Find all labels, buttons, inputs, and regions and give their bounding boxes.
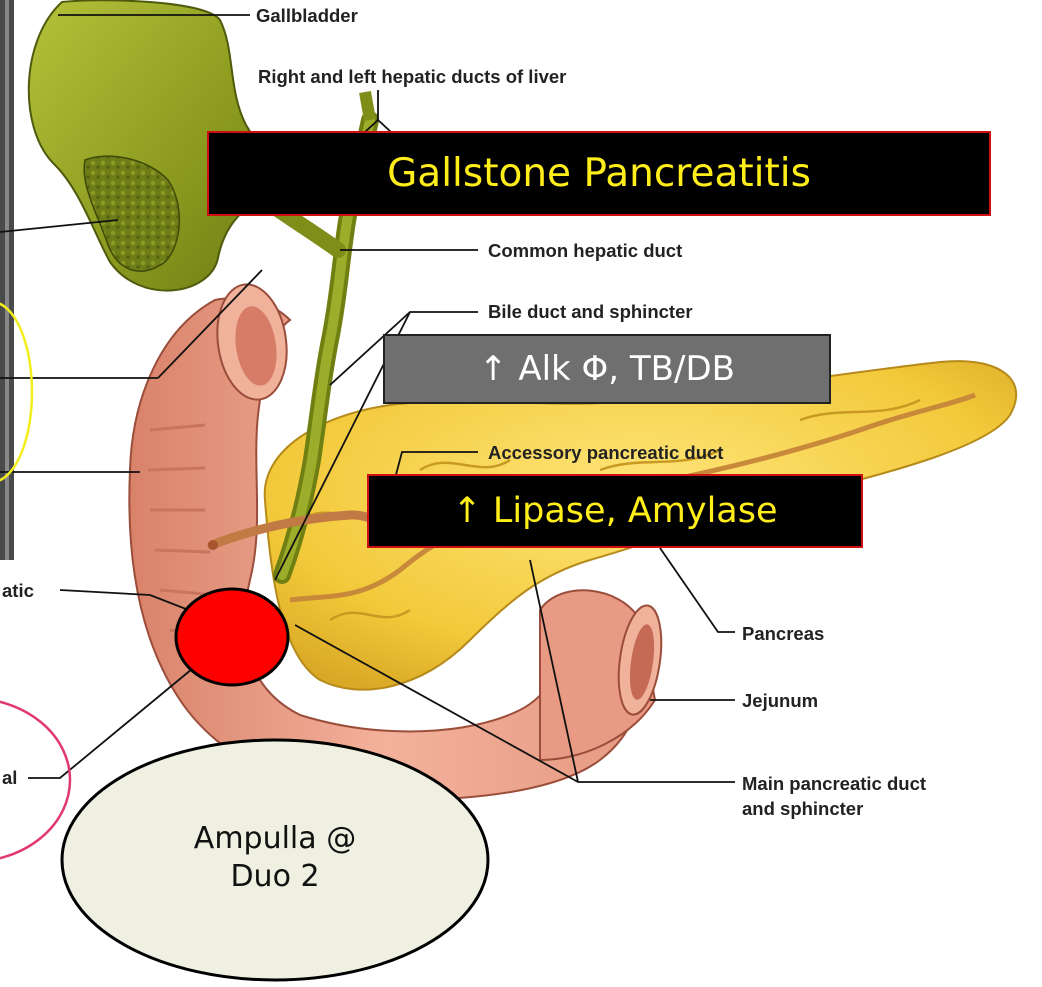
ampulla-line-2: Duo 2: [125, 858, 425, 896]
label-bile-duct: Bile duct and sphincter: [488, 301, 693, 322]
alk-text: ↑ Alk Φ, TB/DB: [479, 349, 735, 389]
ampulla-callout-text: Ampulla @ Duo 2: [125, 820, 425, 896]
label-cut-left-1: atic: [2, 580, 34, 601]
ampulla-line-1: Ampulla @: [125, 820, 425, 858]
label-cut-left-2: al: [2, 767, 17, 788]
label-main-pancreatic-1: Main pancreatic duct: [742, 773, 926, 794]
accessory-duct-end: [208, 540, 218, 550]
lipase-text: ↑ Lipase, Amylase: [452, 491, 777, 531]
label-hepatic-ducts: Right and left hepatic ducts of liver: [258, 66, 566, 87]
label-main-pancreatic-2: and sphincter: [742, 798, 863, 819]
label-pancreas: Pancreas: [742, 623, 824, 644]
title-banner: Gallstone Pancreatitis: [207, 131, 991, 216]
leader-pancreas: [660, 548, 735, 632]
hepatic-duct-stub: [365, 92, 370, 120]
label-jejunum: Jejunum: [742, 690, 818, 711]
title-text: Gallstone Pancreatitis: [387, 151, 811, 196]
alk-lab-banner: ↑ Alk Φ, TB/DB: [383, 334, 831, 404]
label-gallbladder: Gallbladder: [256, 5, 358, 26]
label-accessory-pancreatic: Accessory pancreatic duct: [488, 442, 723, 463]
lipase-lab-banner: ↑ Lipase, Amylase: [367, 474, 863, 548]
gallstone-marker: [176, 589, 288, 685]
label-common-hepatic: Common hepatic duct: [488, 240, 682, 261]
